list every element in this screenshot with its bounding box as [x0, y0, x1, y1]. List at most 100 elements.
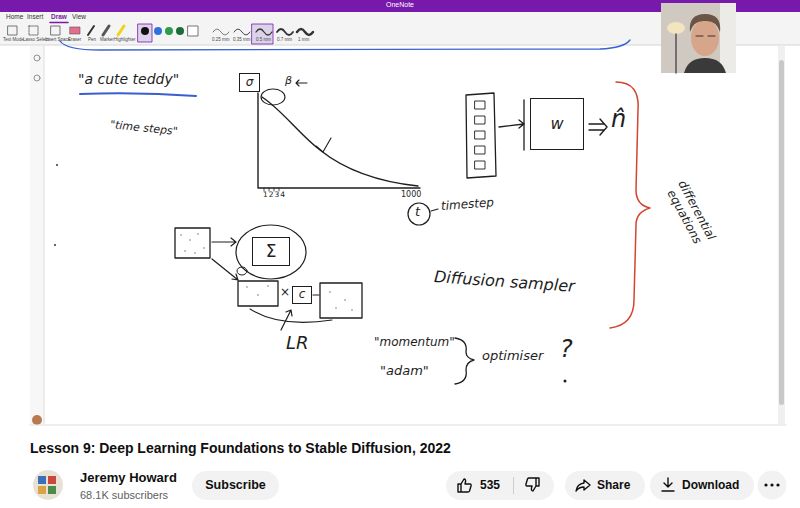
chart-axes: [258, 93, 420, 188]
pen-size-stroke: [213, 29, 229, 35]
noise-dot: [335, 307, 337, 309]
noise-dot: [267, 285, 269, 287]
ink-dot: [564, 380, 567, 383]
webcam-hair: [690, 14, 720, 32]
node-text: 535: [480, 479, 500, 492]
pen-size-stroke: [277, 29, 293, 35]
noisy-image: [175, 228, 210, 258]
double-arrow: [589, 119, 607, 135]
node-text: w: [550, 115, 563, 133]
like-icon: [525, 477, 541, 493]
symbol-box: σ: [239, 73, 260, 92]
ink-arrow: [431, 209, 438, 211]
selected-pen: [138, 24, 152, 42]
sum-box: Σ: [252, 237, 290, 266]
scroll-thumb: [779, 60, 784, 405]
ink-circle: [408, 203, 430, 225]
avatar-tile: [38, 486, 46, 494]
player-edge: [30, 425, 786, 426]
image-thumb: [475, 131, 485, 139]
image-thumb: [475, 101, 485, 109]
note-text: timestep: [441, 196, 495, 213]
ink-arrow: [281, 310, 292, 330]
ink-dot: [56, 164, 58, 166]
node-text: σ: [246, 76, 254, 89]
pen-icon: [88, 26, 94, 35]
subscribe-button: Subscribe: [192, 471, 279, 500]
like-glyph: [458, 479, 471, 492]
webcam-window: [720, 3, 736, 73]
noise-dot: [180, 234, 182, 236]
tool-label: Highlighter: [114, 37, 136, 42]
noise-dot: [197, 233, 199, 235]
ink-bracket: [523, 100, 524, 150]
webcam-lamp: [667, 22, 685, 34]
highlighter-icon: [118, 26, 124, 35]
tool-label: Marker: [100, 37, 114, 42]
app-title: OneNote: [386, 1, 414, 9]
download-icon: [660, 477, 676, 493]
note-text: "adam": [380, 364, 429, 379]
chart-curve: [262, 97, 418, 186]
tool-icon: [8, 26, 17, 35]
ink-dot: [54, 244, 56, 246]
tool-icon: [29, 26, 38, 35]
image-box: [238, 281, 278, 306]
side-icon: [34, 75, 40, 81]
video-title: Lesson 9: Deep Learning Foundations to S…: [30, 440, 451, 456]
eraser-icon: [70, 27, 80, 34]
constant-box: c: [292, 286, 312, 304]
ink-tick: [316, 138, 331, 152]
symbol-label: ?: [560, 336, 573, 364]
image-thumb: [475, 161, 485, 169]
like-glyph: [526, 478, 539, 491]
pen-size-label: 0.25 mm: [212, 37, 230, 42]
ribbon-tab: Draw: [51, 13, 67, 20]
webcam-frame: [661, 3, 736, 73]
noise-dot: [194, 252, 196, 254]
node-text: Download: [682, 479, 739, 492]
node-text: c: [299, 288, 306, 301]
ink-line: [313, 294, 319, 295]
avatar-tile: [38, 476, 46, 484]
tool-label: Insert Space: [45, 37, 70, 42]
pill-divider: [513, 477, 514, 494]
ink-circle: [236, 225, 306, 279]
noise-dot: [257, 294, 259, 296]
symbol-label: ×: [280, 286, 290, 300]
axis-label: 1234: [263, 191, 286, 200]
more-dot: [776, 483, 779, 486]
more-button: [758, 471, 787, 500]
channel-name: Jeremy Howard: [80, 471, 177, 486]
scroll-track: [778, 46, 785, 424]
ink-arrow: [212, 259, 238, 280]
note-text: Diffusion sampler: [433, 268, 575, 296]
ribbon-tab: Insert: [27, 13, 43, 20]
pen-color-swatch: [154, 27, 162, 35]
selected-size: [252, 24, 273, 44]
noise-dots: [180, 233, 353, 311]
webcam-glasses: [696, 36, 715, 37]
prompt-text: "a cute teddy": [78, 71, 179, 87]
avatar-tile: [48, 486, 56, 494]
tool-label: Lasso Select: [23, 37, 49, 42]
share-glyph: [576, 480, 590, 491]
noise-dot: [184, 250, 186, 252]
symbol-label: β: [285, 75, 292, 88]
more-dot: [770, 483, 773, 486]
image-stack: [466, 93, 496, 178]
pen-color-swatch: [165, 27, 173, 35]
image-thumb: [475, 116, 485, 124]
note-text: "momentum": [374, 336, 455, 350]
symbol-label: n̂: [611, 106, 626, 134]
download-glyph: [662, 478, 674, 491]
tool-icon: [51, 26, 60, 35]
ink-arrow: [296, 80, 307, 86]
note-text: optimiser: [482, 349, 543, 364]
node-text: Σ: [266, 242, 277, 261]
side-border: [44, 46, 45, 424]
noise-dot: [189, 239, 191, 241]
